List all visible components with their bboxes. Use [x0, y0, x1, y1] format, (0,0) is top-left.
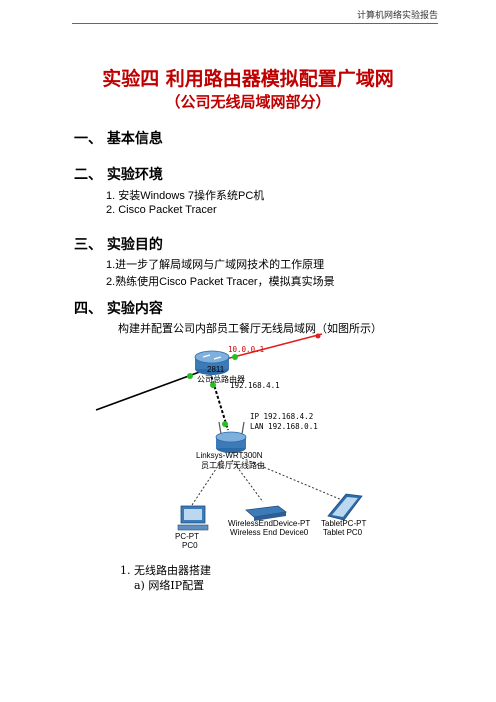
tablet-icon: [327, 493, 363, 521]
purpose-item-2: 2.熟练使用Cisco Packet Tracer，模拟真实场景: [106, 276, 335, 288]
link-status-dot: [210, 382, 216, 388]
link-status-dot: [222, 421, 228, 427]
network-topology-diagram: [95, 333, 363, 531]
router-icon: [194, 350, 230, 375]
section-purpose: 三、 实验目的: [74, 237, 163, 253]
router-model-label: 2811: [207, 365, 225, 374]
wireless-link-pc: [191, 459, 223, 506]
wed-type-label: WirelessEndDevice-PT: [228, 519, 311, 528]
router-ip-wan: 10.0.0.1: [228, 345, 265, 354]
wed-name-label: Wireless End Device0: [230, 528, 309, 537]
ap-name-label: 员工餐厅无线路由: [201, 461, 265, 470]
ap-model-label: Linksys-WRT300N: [196, 451, 263, 460]
wireless-end-device-icon: [245, 505, 287, 521]
env-item-1: 1. 安装Windows 7操作系统PC机: [106, 190, 265, 202]
router-ip-lan: 192.168.4.1: [230, 381, 280, 390]
ap-lan-label: LAN 192.168.0.1: [250, 422, 318, 431]
report-title: 实验四 利用路由器模拟配置广域网: [102, 68, 394, 90]
env-item-2: 2. Cisco Packet Tracer: [106, 204, 217, 216]
page-header: 计算机网络实验报告: [356, 11, 438, 21]
wireless-router-icon: [215, 421, 247, 453]
step-1: 1. 无线路由器搭建: [120, 564, 211, 577]
link-status-dot: [232, 354, 238, 360]
content-intro: 构建并配置公司内部员工餐厅无线局域网（如图所示）: [118, 322, 382, 335]
link-status-dot: [187, 373, 193, 379]
pc-icon: [177, 505, 209, 531]
section-basic-info: 一、 基本信息: [74, 131, 163, 147]
pc-type-label: PC-PT: [175, 532, 199, 541]
header-rule: [72, 23, 438, 24]
section-content: 四、 实验内容: [74, 301, 163, 317]
report-subtitle: （公司无线局域网部分）: [165, 93, 331, 111]
ap-ip-label: IP 192.168.4.2: [250, 412, 314, 421]
link-status-dot: [315, 333, 321, 339]
purpose-item-1: 1.进一步了解局域网与广域网技术的工作原理: [106, 259, 325, 271]
pc-name-label: PC0: [182, 541, 198, 550]
router-name-label: 公司总路由器: [197, 375, 245, 384]
wan-link-red: [221, 333, 323, 361]
tablet-type-label: TabletPC-PT: [321, 519, 367, 528]
wireless-link-wed: [231, 459, 264, 503]
wan-link-black: [95, 369, 206, 411]
tablet-name-label: Tablet PC0: [323, 528, 363, 537]
section-environment: 二、 实验环境: [74, 167, 163, 183]
router-ap-link: [209, 371, 229, 431]
step-1a: a) 网络IP配置: [134, 579, 205, 592]
